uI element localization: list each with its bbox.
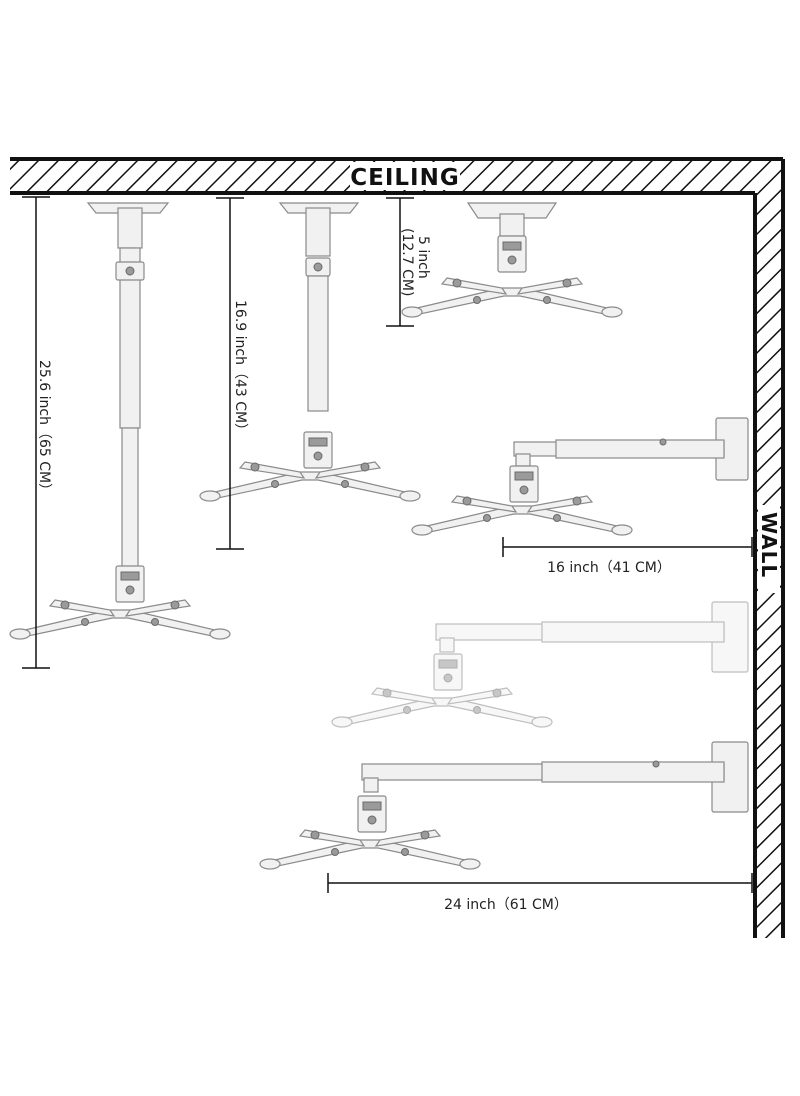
wall-mount-mid-faded <box>331 601 749 728</box>
ceiling-structure: CEILING <box>10 157 783 195</box>
dimension-label-12-7-cm: (12.7 CM) <box>399 228 415 296</box>
wall-mount-short <box>411 417 749 536</box>
dimension-label-24-inch: 24 inch（61 CM） <box>444 897 568 913</box>
ceiling-label: CEILING <box>350 165 460 191</box>
dimension-ceiling-mid: 16.9 inch（43 CM） <box>216 197 248 550</box>
dimension-label-25-6-inch: 25.6 inch（65 CM） <box>36 360 52 497</box>
dimension-label-16-inch: 16 inch（41 CM） <box>547 560 671 576</box>
wall-mount-long <box>259 741 749 870</box>
dimension-label-16-9-inch: 16.9 inch（43 CM） <box>232 300 248 437</box>
ceiling-mount-short <box>401 202 623 318</box>
wall-structure: WALL <box>753 159 785 938</box>
dimension-label-5-inch: 5 inch <box>415 236 431 279</box>
ceiling-mount-mid <box>199 202 421 502</box>
dimension-wall-long: 24 inch（61 CM） <box>327 873 753 913</box>
dimension-ceiling-long: 25.6 inch（65 CM） <box>22 196 52 669</box>
wall-label: WALL <box>757 512 781 578</box>
dimension-wall-short: 16 inch（41 CM） <box>502 537 753 576</box>
ceiling-mount-long <box>9 202 231 640</box>
dimension-ceiling-short: 5 inch (12.7 CM) <box>386 197 431 327</box>
